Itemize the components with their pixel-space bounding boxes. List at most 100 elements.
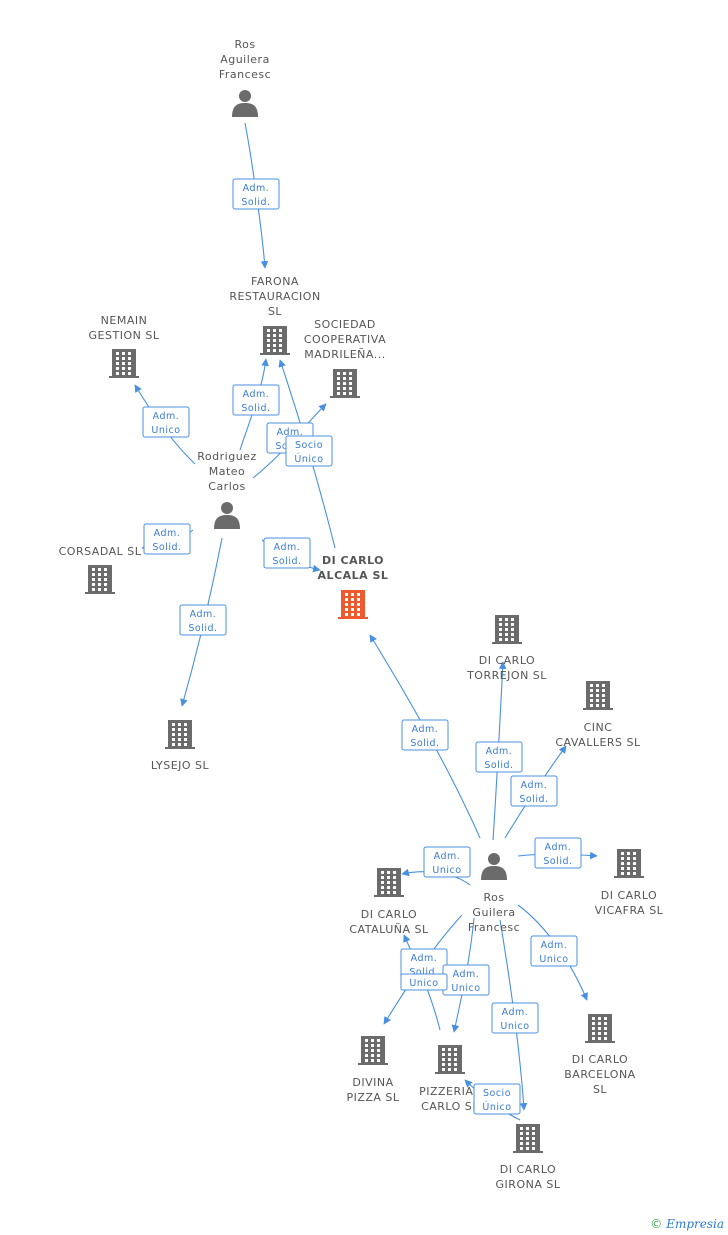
edge-label-ros_guilera-to-cataluna[interactable]: Adm. Unico [423,846,471,878]
edge-label-text: Adm. [412,724,439,735]
edge-label-text: Solid. [409,967,438,978]
node-label: Francesc [219,68,271,81]
node-label: SL [268,305,282,318]
node-label: DIVINA [352,1076,393,1089]
edge-label-text: Solid. [484,760,513,771]
node-label: Francesc [468,921,520,934]
edge-label-box [473,1083,521,1115]
edge-label-text: Solid. [272,556,301,567]
node-label: Mateo [209,465,246,478]
edge-label-pizzerias-to-cataluna[interactable]: Unico [400,973,448,991]
edge-label-ros_guilera-to-barcelona[interactable]: Adm. Unico [530,935,578,967]
building-icon [165,720,195,749]
node-label: PIZZERIAS [419,1085,481,1098]
node-label: DI CARLO [322,554,384,567]
person-icon [232,90,258,117]
edge-label-text: Unico [451,983,480,994]
node-label: MADRILEÑA... [304,348,386,361]
edge-label-ros_guilera-to-girona[interactable]: Adm.Unico [491,1002,539,1034]
node-corsadal[interactable]: CORSADAL SL [59,545,142,594]
person-icon [481,853,507,880]
node-barcelona[interactable]: DI CARLO BARCELONA SL [564,1014,635,1096]
node-label: PIZZA SL [346,1091,399,1104]
building-icon [338,590,368,619]
person-icon [214,502,240,529]
building-icon [492,615,522,644]
edge-label-ros_guilera-to-dicarlo_alcala[interactable]: Adm.Solid. [401,719,449,751]
node-label: Ros [483,891,504,904]
edge-label-text: Adm. [434,851,461,862]
brand-footer[interactable]: ©Empresia [650,1217,724,1231]
edge-label-box [534,837,582,869]
edge-label-box [400,973,448,991]
edge-label-text: Adm. [153,411,180,422]
edge-label-ros_guilera-to-vicafra[interactable]: Adm. Solid. [534,837,582,869]
edge-label-text: Adm. [541,940,568,951]
edge-label-text: Socio [295,440,323,451]
node-lysejo[interactable]: LYSEJO SL [151,720,210,772]
edge-label-rodriguez-to-nemain[interactable]: Adm.Unico [142,406,190,438]
building-icon [358,1036,388,1065]
edge-label-box [232,178,280,210]
edge-label-text: Unico [432,865,461,876]
edge-label-text: Solid. [152,542,181,553]
edge-label-rodriguez-to-lysejo[interactable]: Adm.Solid. [179,604,227,636]
building-icon [513,1124,543,1153]
node-divina[interactable]: DIVINA PIZZA SL [346,1036,399,1104]
node-label: Carlos [208,480,245,493]
edge-label-box [475,741,523,773]
node-sociedad[interactable]: SOCIEDADCOOPERATIVAMADRILEÑA... [304,318,386,398]
edge-label-rodriguez-to-dicarlo_alcala[interactable]: Adm.Solid. [263,537,311,569]
edge-label-text: Solid. [543,856,572,867]
edge-label-text: Adm. [545,842,572,853]
node-label: DI CARLO [500,1163,556,1176]
node-label: BARCELONA [564,1068,635,1081]
node-pizzerias[interactable]: PIZZERIAS CARLO SL [419,1045,481,1113]
edge-label-text: Adm. [521,780,548,791]
node-label: CATALUÑA SL [349,923,429,936]
edge-label-text: Unico [539,954,568,965]
edge-label-text: Adm. [154,528,181,539]
edge-label-rodriguez-to-corsadal[interactable]: Adm. Solid. [143,523,191,555]
edge-label-ros_guilera-to-pizzerias[interactable]: Adm.Unico [442,964,490,996]
edge-label-text: Único [482,1101,511,1113]
node-label: SL [593,1083,607,1096]
edge-label-text: Adm. [411,953,438,964]
edge-label-ros_guilera-to-torrejon[interactable]: Adm. Solid. [475,741,523,773]
building-icon [109,349,139,378]
edge-label-ros_guilera-to-cinc[interactable]: Adm.Solid. [510,775,558,807]
edge-label-box [263,537,311,569]
node-label: CORSADAL SL [59,545,142,558]
node-label: TORREJON SL [466,669,547,682]
edge-label-text: Adm. [486,746,513,757]
edge-label-box [530,935,578,967]
node-label: CARLO SL [421,1100,479,1113]
edge-label-text: Adm. [243,389,270,400]
edge-label-rodriguez-to-farona[interactable]: Adm. Solid. [232,384,280,416]
node-label: DI CARLO [572,1053,628,1066]
edge-label-text: Adm. [277,427,304,438]
edge-label-box [142,406,190,438]
edge-label-text: Solid. [241,403,270,414]
node-label: CINC [584,721,613,734]
edge-label-text: Adm. [243,183,270,194]
edge-label-ros_aguilera-to-farona[interactable]: Adm.Solid. [232,178,280,210]
edge-label-box [179,604,227,636]
building-icon [260,326,290,355]
node-label: Ros [234,38,255,51]
